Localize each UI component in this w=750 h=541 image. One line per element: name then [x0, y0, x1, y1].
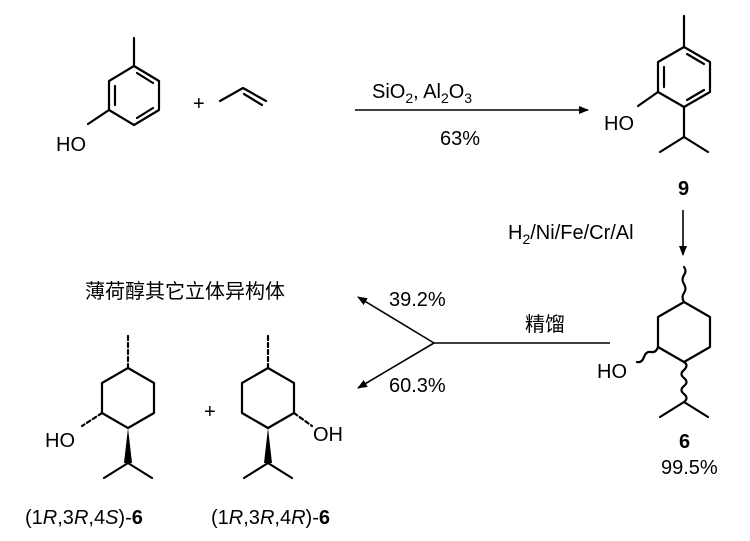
propylene-skeleton [218, 86, 268, 103]
thymol-ring [656, 45, 712, 109]
menthol-mixture-isopropyl-branch [658, 400, 710, 419]
yield-step1: 63% [440, 128, 480, 150]
lower-yield-label: 60.3% [389, 375, 446, 397]
product-1r3r4s-oh-label: HO [45, 430, 75, 452]
thymol-isopropyl-branch [658, 135, 710, 154]
thymol-double-bond [685, 88, 706, 102]
hashed-oh-bond [80, 411, 104, 428]
thymol-oh-bond [636, 90, 660, 108]
reagent-sio2-al2o3: SiO2, Al2O3 [372, 81, 472, 106]
other-stereoisomers-label: 薄荷醇其它立体异构体 [85, 279, 285, 303]
product-1r3r4s-ring [100, 366, 156, 430]
wavy-oh-bond [635, 345, 660, 364]
hashed-oh-bond [292, 411, 314, 428]
distillation-arrow-upper [357, 296, 435, 344]
menthol-mixture-oh-label: HO [597, 361, 627, 383]
wavy-methyl-bond [681, 265, 687, 304]
menthol-mixture-ring [656, 300, 712, 364]
thymol-oh-label: HO [604, 113, 634, 135]
product-1r3r4s-name: (1R,3R,4S)-6 [25, 507, 143, 529]
m-cresol-double-bond [135, 71, 155, 85]
product-1r3r4s-isopropyl-branch [102, 461, 154, 480]
m-cresol-double-bond [135, 106, 155, 120]
propylene-double-bond [242, 92, 264, 107]
compound-9-label: 9 [678, 178, 689, 200]
compound-6-purity: 99.5% [661, 457, 718, 479]
compound-6-label: 6 [679, 431, 690, 453]
menthol-mixture-structure: HO 6 99.5% [597, 265, 718, 479]
product-1r3r4r-ring [240, 366, 296, 430]
wedge-isopropyl-bond [264, 428, 272, 463]
reactant-plus-sign: + [193, 93, 205, 115]
product-1r3r4r-oh-label: OH [313, 424, 343, 446]
m-cresol-oh-bond [86, 108, 111, 126]
product-1r3r4r-name: (1R,3R,4R)-6 [211, 507, 330, 529]
upper-yield-label: 39.2% [389, 289, 446, 311]
m-cresol-ring [107, 64, 161, 127]
product-plus-sign: + [204, 401, 216, 423]
product-1r3r4r-isopropyl-branch [242, 461, 294, 480]
wedge-isopropyl-bond [124, 428, 132, 463]
distillation-label: 精馏 [525, 312, 565, 336]
m-cresol-structure: HO [56, 36, 161, 156]
product-1r3r4s-structure: HO [45, 332, 156, 480]
product-1r3r4r-structure: OH [240, 332, 343, 480]
thymol-double-bond [685, 52, 706, 66]
distillation-arrow-lower [357, 342, 435, 389]
m-cresol-oh-label: HO [56, 134, 86, 156]
wavy-isopropyl-bond [680, 360, 688, 404]
reagent-hydrogenation: H2/Ni/Fe/Cr/Al [508, 222, 634, 247]
thymol-structure: HO 9 [604, 14, 712, 200]
propylene-structure [218, 86, 268, 107]
